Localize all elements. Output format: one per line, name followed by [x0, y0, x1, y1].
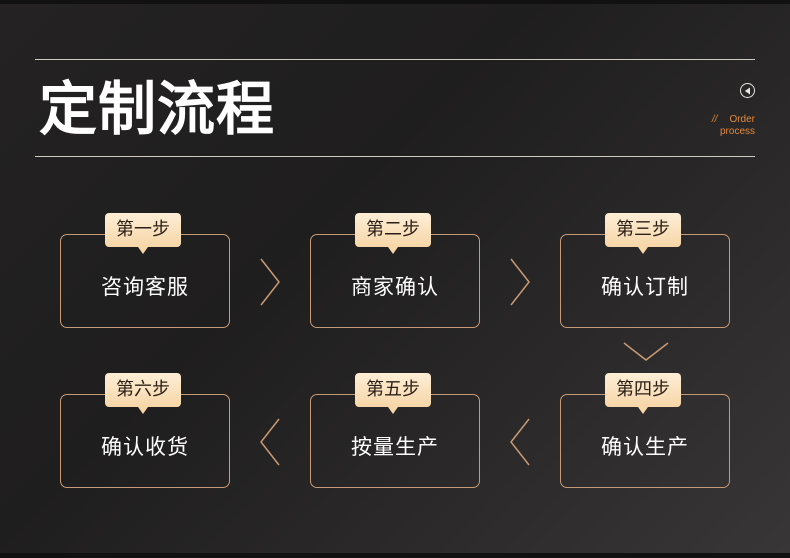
chevron-left-icon [510, 418, 530, 466]
header-subtitle: // Order process [712, 114, 755, 138]
top-strip [0, 0, 790, 4]
step-label-2: 商家确认 [351, 275, 439, 299]
step-label-4: 确认生产 [601, 435, 689, 459]
header-top-divider [35, 59, 755, 60]
header-bottom-divider [35, 156, 755, 157]
chevron-right-icon [510, 258, 530, 306]
step-badge-6: 第六步 [105, 373, 181, 414]
step-label-5: 按量生产 [351, 435, 439, 459]
subtitle-line-1: Order [729, 114, 755, 125]
chevron-down-icon [623, 342, 669, 361]
step-badge-1: 第一步 [105, 213, 181, 254]
circle-play-left-icon[interactable] [740, 83, 755, 98]
step-box-1: 咨询客服 [60, 234, 230, 328]
step-label-1: 咨询客服 [101, 275, 189, 299]
subtitle-line-2: process [719, 126, 755, 137]
step-label-3: 确认订制 [601, 275, 689, 299]
chevron-right-icon [260, 258, 280, 306]
subtitle-slashes: // [711, 114, 718, 125]
step-badge-5: 第五步 [355, 373, 431, 414]
step-badge-3: 第三步 [605, 213, 681, 254]
bottom-strip [0, 553, 790, 558]
page-title: 定制流程 [39, 75, 276, 143]
chevron-left-icon [260, 418, 280, 466]
step-badge-2: 第二步 [355, 213, 431, 254]
step-badge-4: 第四步 [605, 373, 681, 414]
step-label-6: 确认收货 [101, 435, 189, 459]
